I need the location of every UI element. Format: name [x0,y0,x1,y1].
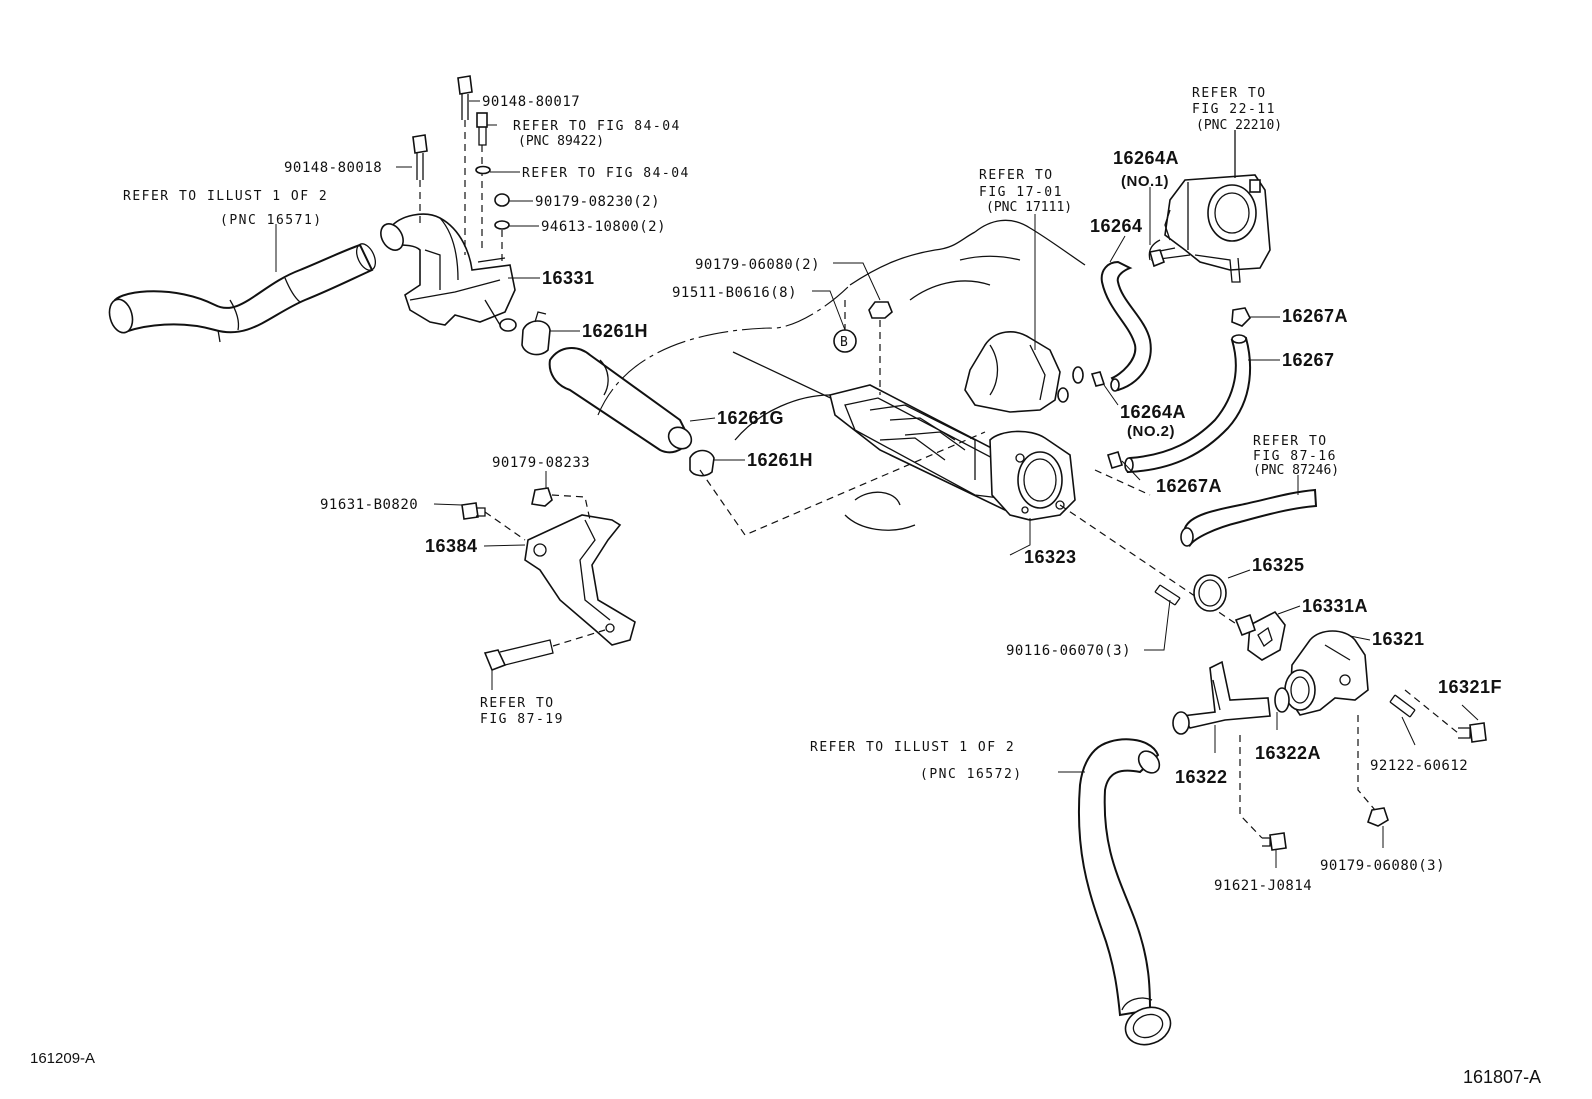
label-ref-fig-84-04-b: REFER TO FIG 84-04 [522,166,690,181]
label-16323: 16323 [1024,547,1077,567]
label-ref-87-16-b: FIG 87-16 [1253,449,1337,464]
label-ref-fig-84-04-a: REFER TO FIG 84-04 [513,119,681,134]
label-90179-06080-2: 90179-06080(2) [695,257,820,273]
label-ref-17-01-b: FIG 17-01 [979,185,1063,200]
manifold-gasket-lower [844,491,916,531]
label-16325: 16325 [1252,555,1305,575]
label-pnc-16571: (PNC 16571) [220,213,323,228]
label-ref-87-19-b: FIG 87-19 [480,712,564,727]
water-inlet-pipe-16322 [1172,660,1271,735]
label-92122-60612: 92122-60612 [1370,758,1468,774]
stud-92122-60612 [1389,694,1416,718]
label-pnc-22210: (PNC 22210) [1196,118,1282,133]
label-16267: 16267 [1282,350,1335,370]
thermostat-16331A [1234,610,1286,661]
bracket-16384 [524,514,636,646]
hose-16267 [1124,334,1252,474]
label-90116-06070: 90116-06070(3) [1006,643,1131,659]
upper-hose-16571 [108,243,377,343]
label-16322A: 16322A [1255,743,1321,763]
label-16321: 16321 [1372,629,1425,649]
label-16322: 16322 [1175,767,1228,787]
gasket-16325 [1193,574,1227,612]
washer-94613-10800 [494,220,510,230]
label-91631-B0820: 91631-B0820 [320,497,418,513]
label-16331: 16331 [542,268,595,288]
leader-lines [275,100,1479,868]
label-ref-22-11-a: REFER TO [1192,86,1267,101]
washer-84-04 [475,165,491,175]
water-bypass-17111 [964,331,1084,413]
bolt-90148-80017 [457,75,473,255]
label-91621-J0814: 91621-J0814 [1214,878,1312,894]
label-pnc-87246: (PNC 87246) [1253,463,1339,478]
bolt-91631-B0820 [461,502,526,541]
water-outlet-16331 [380,213,517,332]
thermostat-housing-16321 [1284,630,1369,716]
label-90179-06080-3: 90179-06080(3) [1320,858,1445,874]
label-16384: 16384 [425,536,478,556]
label-16321F: 16321F [1438,677,1502,697]
nut-90179-08230 [494,193,510,207]
clamp-16267A-mid [1106,451,1124,469]
label-16261H-lower: 16261H [747,450,813,470]
label-94613-10800: 94613-10800(2) [541,219,666,235]
hose-16261G [548,347,693,454]
bolt-16321F [1404,689,1487,743]
label-ref-87-16-a: REFER TO [1253,434,1328,449]
bolt-91621-J0814 [1239,735,1287,851]
marker-b-text: B [840,335,848,350]
hose-16264 [1100,260,1152,392]
label-pnc-17111: (PNC 17111) [986,200,1072,215]
nut-90179-08233 [531,487,591,521]
hose-87246 [1180,488,1318,548]
throttle-body-22210 [1148,174,1271,283]
clamp-16267A-upper [1231,307,1251,327]
label-16331A: 16331A [1302,596,1368,616]
label-90179-08233: 90179-08233 [492,455,590,471]
nut-90179-06080-lower [1357,715,1389,827]
label-refer-illust-top: REFER TO ILLUST 1 OF 2 [123,189,328,204]
label-ref-17-01-a: REFER TO [979,168,1054,183]
clamp-16264A-no2 [1090,371,1106,387]
label-no2: (NO.2) [1127,423,1175,440]
nut-90179-06080-upper [868,301,893,319]
footer-code-right: 161807-A [1463,1067,1541,1087]
label-16261G: 16261G [717,408,784,428]
marker-b: B [833,329,857,353]
label-pnc-89422: (PNC 89422) [518,134,604,149]
label-90148-80018: 90148-80018 [284,160,382,176]
lower-hose-16572 [1077,738,1172,1046]
bolt-87-19 [483,629,606,672]
label-16264A-top: 16264A [1113,148,1179,168]
label-pnc-16572: (PNC 16572) [920,767,1023,782]
label-refer-illust-bottom: REFER TO ILLUST 1 OF 2 [810,740,1015,755]
label-16264A-mid: 16264A [1120,402,1186,422]
label-90179-08230: 90179-08230(2) [535,194,660,210]
clamp-16264A-no1 [1148,249,1165,268]
bolt-90148-80018 [412,134,428,225]
label-ref-87-19-a: REFER TO [480,696,555,711]
throttle-body-16323 [989,430,1076,521]
label-16267A-mid: 16267A [1156,476,1222,496]
clamp-16261H-lower [689,449,715,477]
label-91511-B0616: 91511-B0616(8) [672,285,797,301]
sensor-89422 [476,112,488,252]
label-16264: 16264 [1090,216,1143,236]
label-ref-22-11-b: FIG 22-11 [1192,102,1276,117]
labels: 90148-80017 REFER TO FIG 84-04 (PNC 8942… [123,86,1502,894]
label-16261H-upper: 16261H [582,321,648,341]
footer-code-left: 161209-A [30,1050,95,1067]
stud-90116-06070 [1154,584,1181,606]
label-16267A-top: 16267A [1282,306,1348,326]
label-90148-80017: 90148-80017 [482,94,580,110]
o-ring-16322A [1274,687,1290,713]
label-no1: (NO.1) [1121,173,1169,190]
clamp-16261H-upper [521,311,551,356]
